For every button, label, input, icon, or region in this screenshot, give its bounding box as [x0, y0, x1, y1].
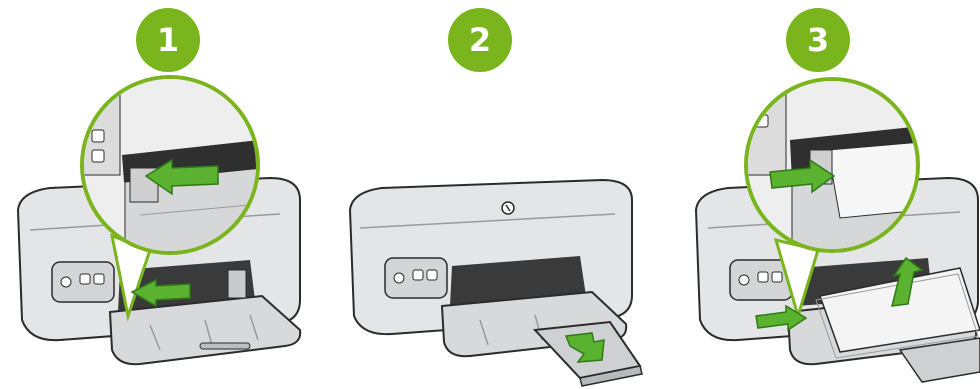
hp-logo-icon — [502, 202, 514, 214]
step-2: 2 — [330, 0, 650, 389]
step-3: 3 — [660, 0, 980, 389]
step-1-illustration — [0, 0, 320, 389]
step-3-illustration — [660, 0, 980, 389]
step-2-illustration — [330, 0, 650, 389]
step-1: 1 — [0, 0, 320, 389]
